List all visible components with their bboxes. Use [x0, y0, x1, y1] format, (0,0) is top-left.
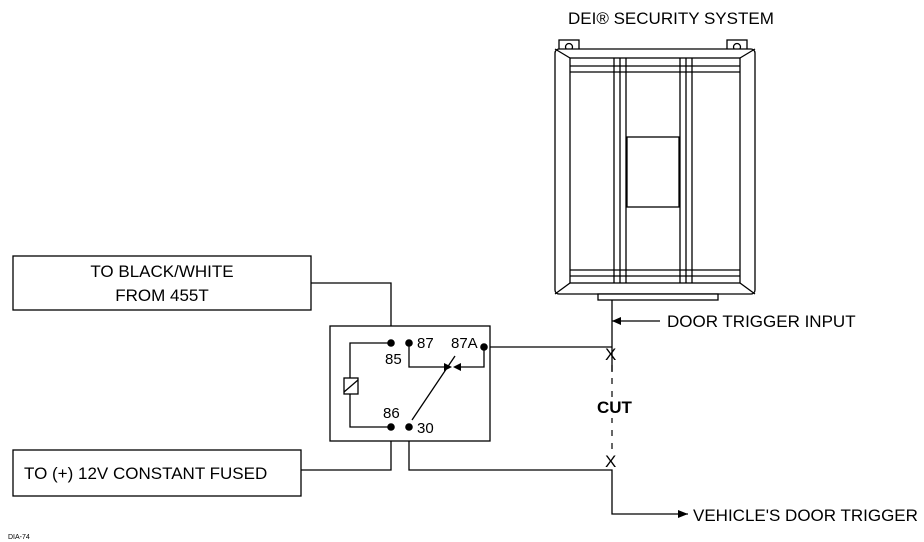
door-trigger-input-label: DOOR TRIGGER INPUT: [667, 312, 856, 331]
cut-label: CUT: [597, 398, 633, 417]
relay-pin-86: 86: [383, 405, 400, 422]
vehicle-door-trigger-label: VEHICLE'S DOOR TRIGGER: [693, 506, 918, 525]
module-connector: [597, 293, 719, 301]
cut-mark-bottom: X: [605, 452, 616, 471]
relay-pin-87a: 87A: [451, 335, 478, 352]
module-label-window: [626, 136, 680, 208]
relay: 85 86 87 87A 30: [329, 325, 491, 442]
relay-pin-30: 30: [417, 420, 434, 437]
black-white-line2: FROM 455T: [115, 286, 209, 305]
black-white-line1: TO BLACK/WHITE: [90, 262, 233, 281]
diagram-id: DIA-74: [8, 534, 30, 541]
relay-pin-87: 87: [417, 335, 434, 352]
constant-fused-box: [12, 449, 302, 497]
relay-pin-85: 85: [385, 351, 402, 368]
cut-mark-top: X: [605, 345, 616, 364]
relay-switch-arm: [411, 355, 456, 421]
security-system-module: [554, 39, 756, 301]
constant-fused-label: TO (+) 12V CONSTANT FUSED: [24, 464, 267, 483]
diagram-title: DEI® SECURITY SYSTEM: [568, 9, 774, 28]
